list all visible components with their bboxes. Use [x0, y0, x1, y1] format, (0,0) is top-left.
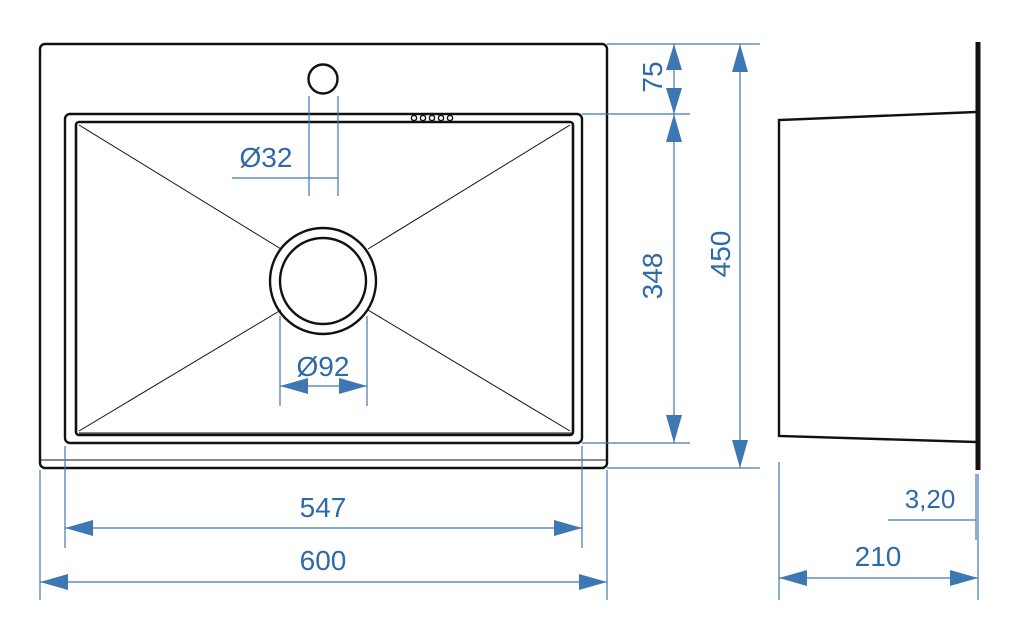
bowl-diagonal-br — [367, 309, 571, 432]
label-rim-thickness: 3,20 — [905, 484, 956, 514]
label-tap-hole-diameter: Ø32 — [240, 142, 293, 173]
drain-outer-ring — [268, 226, 378, 336]
side-profile — [777, 110, 977, 444]
bowl-diagonal-bl — [78, 309, 282, 432]
bowl-inner-edge — [74, 120, 575, 437]
tap-hole — [307, 63, 339, 95]
dimension-labels: 600 547 Ø92 Ø32 75 348 450 210 3,20 — [240, 61, 956, 576]
label-drain-diameter: Ø92 — [297, 351, 350, 382]
bowl-diagonal-tl — [78, 124, 282, 250]
bowl-diagonal-tr — [367, 124, 571, 250]
sink-top-view — [38, 42, 609, 470]
label-overall-depth: 450 — [705, 231, 736, 278]
label-bowl-depth: 348 — [637, 253, 668, 300]
dimension-lines — [39, 43, 979, 600]
overflow-holes — [410, 114, 454, 122]
label-bowl-width: 547 — [300, 492, 347, 523]
label-side-height: 210 — [855, 541, 902, 572]
label-overall-width: 600 — [300, 545, 347, 576]
sink-side-view — [777, 42, 981, 470]
bowl-outer-edge — [63, 112, 584, 445]
sink-outer-rim — [38, 42, 609, 470]
label-top-offset: 75 — [637, 61, 668, 92]
drain-inner-ring — [278, 236, 368, 326]
